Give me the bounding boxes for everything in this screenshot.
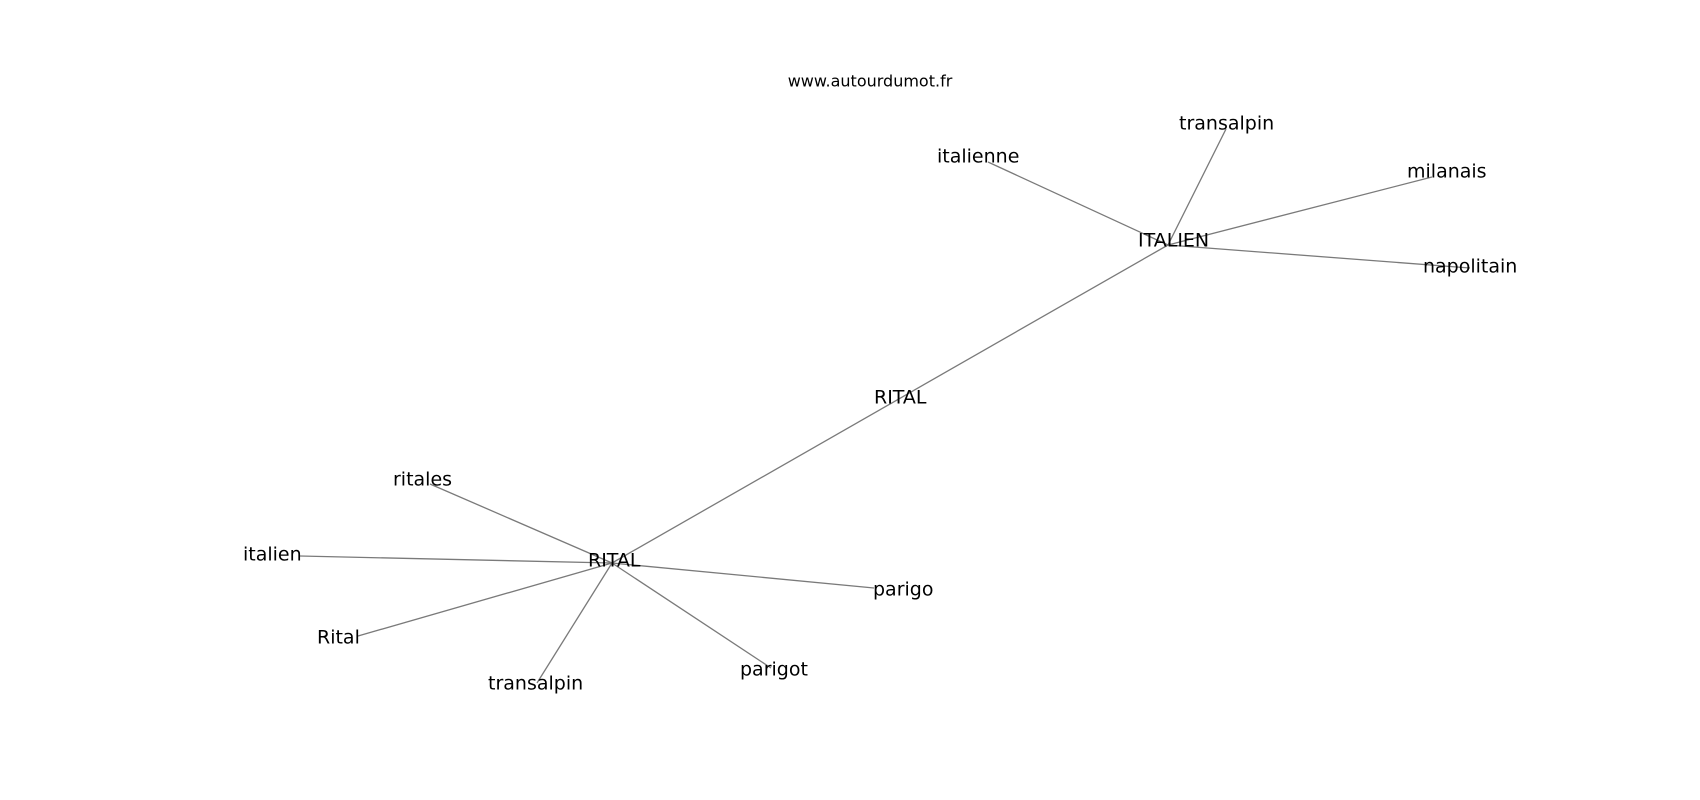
edge-rital_hub-ritales <box>429 483 613 564</box>
node-label-transalpin-top[interactable]: transalpin <box>1179 113 1274 135</box>
node-label-rital-center[interactable]: RITAL <box>874 387 927 409</box>
edge-rital_hub-italien <box>299 555 613 564</box>
edge-italien_hub-transalpin_top <box>1167 128 1227 246</box>
edge-italien_hub-rital_hub <box>611 244 1169 564</box>
site-url-label[interactable]: www.autourdumot.fr <box>788 72 953 91</box>
node-label-italien-hub[interactable]: ITALIEN <box>1138 230 1209 252</box>
edge-rital_hub-parigo <box>611 562 875 589</box>
node-label-parigot[interactable]: parigot <box>740 659 808 681</box>
node-label-napolitain[interactable]: napolitain <box>1423 256 1517 278</box>
node-label-italienne[interactable]: italienne <box>937 146 1019 168</box>
labels-layer: RITAL ITALIEN RITAL italienne transalpin mila… <box>243 113 1517 695</box>
node-label-milanais[interactable]: milanais <box>1407 161 1487 183</box>
edge-italien_hub-napolitain <box>1167 244 1471 269</box>
edges-layer <box>299 128 1471 684</box>
edge-rital_hub-transalpin_bottom <box>536 562 613 684</box>
edge-italien_hub-italienne <box>987 161 1169 246</box>
node-label-ritales[interactable]: ritales <box>393 469 452 491</box>
node-label-rital-lower[interactable]: Rital <box>317 627 360 649</box>
edge-rital_hub-parigot <box>611 562 772 669</box>
node-label-rital-hub[interactable]: RITAL <box>588 550 641 572</box>
node-label-parigo[interactable]: parigo <box>873 579 933 601</box>
edge-italien_hub-milanais <box>1167 176 1433 246</box>
node-label-italien[interactable]: italien <box>243 544 302 566</box>
node-label-transalpin-bottom[interactable]: transalpin <box>488 673 583 695</box>
edge-rital_hub-rital_lower <box>357 562 613 637</box>
